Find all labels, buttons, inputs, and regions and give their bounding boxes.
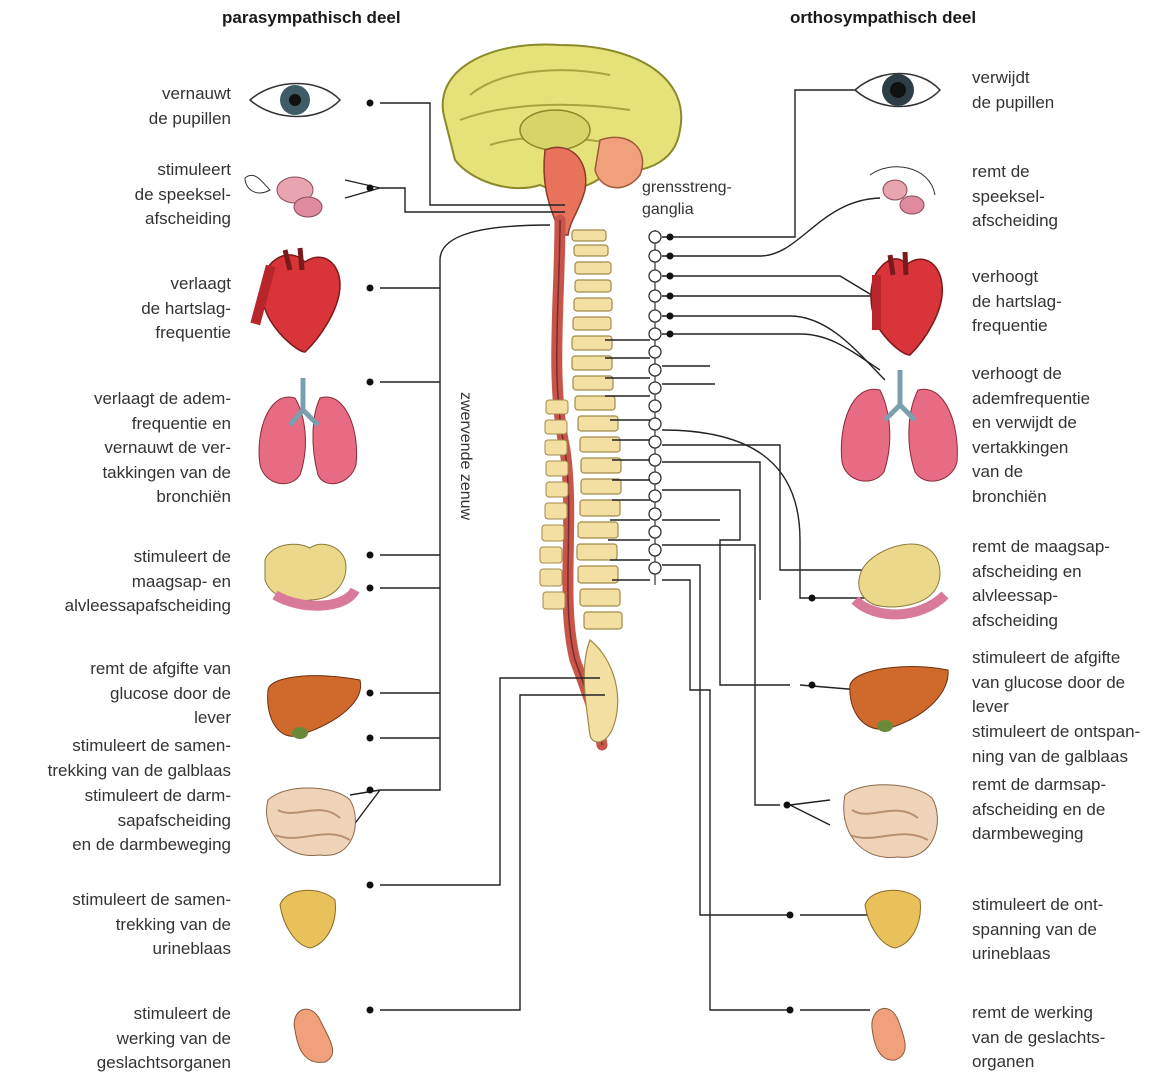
left-salivary-glands (245, 175, 322, 217)
right-label-genitals: remt de werking van de geslachts- organe… (972, 1001, 1105, 1075)
right-stomach-pancreas (855, 544, 945, 614)
right-label-bladder: stimuleert de ont- spanning van de urine… (972, 893, 1103, 967)
right-intestines (844, 785, 938, 858)
left-eye (250, 84, 340, 117)
left-bladder (280, 890, 335, 948)
left-label-intestines: stimuleert de darm- sapafscheiding en de… (72, 784, 231, 858)
right-label-stomach: remt de maagsap- afscheiding en alvleess… (972, 535, 1110, 633)
right-label-lungs: verhoogt de ademfrequentie en verwijdt d… (972, 362, 1090, 509)
left-label-heart: verlaagt de hartslag- frequentie (141, 272, 231, 346)
right-label-intestines: remt de darmsap- afscheiding en de darmb… (972, 773, 1106, 847)
left-liver (268, 676, 361, 739)
left-label-bladder: stimuleert de samen- trekking van de uri… (72, 888, 231, 962)
left-intestines (267, 788, 356, 856)
right-heart (871, 252, 942, 355)
right-label-eye: verwijdt de pupillen (972, 66, 1054, 115)
right-label-gallbladder: stimuleert de ontspan- ning van de galbl… (972, 720, 1140, 769)
right-label-liver: stimuleert de afgifte van glucose door d… (972, 646, 1125, 720)
left-lungs (259, 378, 357, 484)
left-label-lungs: verlaagt de adem- frequentie en vernauwt… (94, 387, 231, 510)
right-bladder (865, 890, 920, 948)
right-liver (850, 666, 948, 732)
right-salivary-glands (870, 167, 935, 214)
left-label-stomach: stimuleert de maagsap- en alvleessapafsc… (65, 545, 231, 619)
left-label-salivary: stimuleert de speeksel- afscheiding (135, 158, 231, 232)
left-label-genitals: stimuleert de werking van de geslachtsor… (97, 1002, 231, 1076)
right-label-salivary: remt de speeksel- afscheiding (972, 160, 1058, 234)
sympathetic-ganglia-chain (649, 230, 661, 585)
sympathetic-synapses (667, 234, 816, 1014)
right-lungs (841, 370, 957, 481)
parasympathetic-synapses (367, 100, 374, 1014)
left-genitals (294, 1009, 332, 1062)
left-heart (250, 248, 340, 352)
ganglia-label: grensstreng- ganglia (642, 177, 732, 221)
right-label-heart: verhoogt de hartslag- frequentie (972, 265, 1062, 339)
left-stomach-pancreas (265, 544, 355, 605)
left-label-eye: vernauwt de pupillen (149, 82, 231, 131)
left-label-liver: remt de afgifte van glucose door de leve… (90, 657, 231, 731)
left-label-gallbladder: stimuleert de samen- trekking van de gal… (48, 734, 231, 783)
right-eye (855, 74, 940, 107)
vagus-nerve-label: zwervende zenuw (456, 392, 474, 520)
right-genitals (872, 1008, 905, 1060)
